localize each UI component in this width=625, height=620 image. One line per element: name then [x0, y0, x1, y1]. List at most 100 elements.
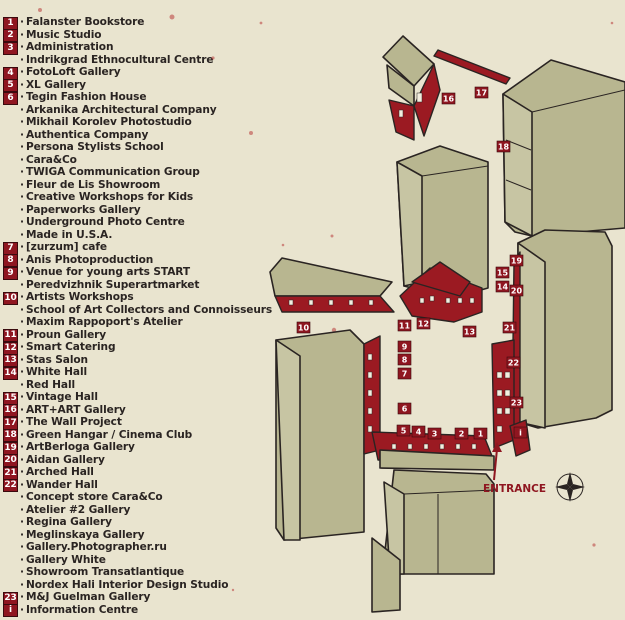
legend-item: 7·[zurzum] cafe	[3, 241, 293, 255]
legend-label: Atelier #2 Gallery	[25, 503, 131, 516]
legend-label: Vintage Hall	[25, 391, 98, 403]
legend-item: 6·Tegin Fashion House	[3, 91, 293, 105]
legend-label: [zurzum] cafe	[25, 241, 107, 253]
map-marker-17: 17	[474, 86, 489, 99]
legend-item: 4·FotoLoft Gallery	[3, 66, 293, 80]
map-marker-label: 4	[416, 428, 422, 437]
legend-label: Gallery White	[25, 553, 106, 566]
map-marker-13: 13	[462, 325, 477, 338]
legend-item: 21·Arched Hall	[3, 466, 94, 480]
legend-item: ·Red Hall	[20, 378, 76, 391]
legend-item: 23·M&J Guelman Gallery	[3, 591, 151, 605]
map-marker-label: 14	[497, 283, 509, 292]
legend-label: Green Hangar / Cinema Club	[25, 428, 193, 441]
legend-label: Authentica Company	[25, 128, 149, 141]
legend-label: Red Hall	[25, 378, 76, 391]
building-east-wing	[491, 229, 613, 449]
legend-item: 8·Anis Photoproduction	[3, 254, 293, 267]
legend-label: Fleur de Lis Showroom	[25, 178, 161, 191]
map-marker-label: 16	[443, 95, 455, 104]
map-marker-label: 7	[402, 370, 408, 379]
map-marker-label: 12	[418, 320, 429, 329]
map-marker-label: 13	[464, 328, 475, 337]
map-marker-label: 9	[402, 343, 408, 352]
legend-item: 9·Venue for young arts START	[3, 266, 293, 280]
legend-item: 22·Wander Hall	[3, 478, 98, 492]
legend-label: Music Studio	[25, 28, 102, 41]
legend-label: M&J Guelman Gallery	[25, 591, 151, 603]
legend-number-badge: 3	[3, 41, 18, 55]
legend-label: Underground Photo Centre	[25, 216, 185, 228]
legend-label: Arched Hall	[25, 466, 94, 478]
legend-label: The Wall Project	[25, 416, 122, 428]
legend-item: ·Paperworks Gallery	[20, 203, 141, 216]
legend-item: ·Persona Stylists School	[20, 141, 164, 153]
map-marker-label: 20	[511, 287, 523, 296]
legend-label: Wander Hall	[25, 478, 98, 491]
legend-number-badge: 5	[3, 79, 18, 92]
map-marker-23: 23	[509, 396, 524, 409]
legend-number-badge: 10	[3, 291, 18, 305]
building-16	[382, 35, 441, 141]
legend-item: ·Creative Workshops for Kids	[20, 191, 194, 203]
map-marker-label: 1	[478, 430, 484, 439]
legend-label: Cara&Co	[25, 153, 77, 166]
legend-label: Indrikgrad Ethnocultural Centre	[25, 53, 214, 66]
map-marker-7: 7	[397, 367, 412, 380]
legend-label: FotoLoft Gallery	[25, 66, 121, 78]
legend-label: Made in U.S.A.	[25, 228, 113, 241]
map-marker-label: 22	[508, 359, 519, 368]
legend-label: Persona Stylists School	[25, 141, 164, 153]
legend-item: ·Authentica Company	[20, 128, 149, 141]
legend-label: Arkanika Architectural Company	[25, 103, 217, 116]
building-18	[502, 59, 625, 237]
legend-label: Creative Workshops for Kids	[25, 191, 194, 203]
entrance-arrow-icon	[492, 442, 502, 481]
legend-label: Smart Catering	[25, 341, 116, 353]
legend-label: Administration	[25, 41, 114, 53]
legend-label: Regina Gallery	[25, 516, 112, 528]
legend-item: ·Showroom Transatlantique	[20, 566, 185, 578]
legend-item: ·Atelier #2 Gallery	[20, 503, 131, 516]
map-marker-8: 8	[397, 353, 412, 366]
legend-label: Concept store Cara&Co	[25, 491, 163, 503]
legend-number-badge: 18	[3, 429, 18, 442]
building-middle	[269, 145, 489, 323]
map-marker-12: 12	[416, 317, 431, 330]
map-marker-label: 10	[298, 324, 310, 333]
legend-item: 19·ArtBerloga Gallery	[3, 441, 135, 455]
legend-label: Falanster Bookstore	[25, 16, 145, 28]
legend-item: ·Nordex Hali Interior Design Studio	[20, 578, 229, 591]
legend-number-badge: 9	[3, 266, 18, 280]
map-marker-16: 16	[441, 92, 456, 105]
legend-item: 1·Falanster Bookstore	[3, 16, 293, 30]
legend-item: ·Underground Photo Centre	[20, 216, 185, 228]
legend-item: ·Arkanika Architectural Company	[20, 103, 217, 116]
map-marker-2: 2	[454, 427, 469, 440]
legend-item: 2·Music Studio	[3, 29, 293, 42]
map-marker-label: 3	[432, 430, 438, 439]
building-south	[275, 329, 495, 613]
legend-label: Information Centre	[25, 603, 139, 616]
legend-item: ·Cara&Co	[20, 153, 77, 166]
map-marker-label: 19	[511, 257, 523, 266]
map-marker-18: 18	[496, 140, 511, 153]
legend-item: 3·Administration	[3, 41, 293, 55]
map-marker-label: 21	[504, 324, 516, 333]
legend-label: Mikhail Korolev Photostudio	[25, 116, 192, 128]
map-marker-3: 3	[427, 427, 442, 440]
legend-label: Anis Photoproduction	[25, 253, 154, 266]
legend-label: Nordex Hali Interior Design Studio	[25, 578, 229, 591]
map-marker-label: 15	[497, 269, 509, 278]
legend-item: ·Fleur de Lis Showroom	[20, 178, 161, 191]
legend-label: Gallery.Photographer.ru	[25, 541, 167, 553]
legend-label: Stas Salon	[25, 353, 89, 366]
entrance-label: ENTRANCE	[483, 483, 546, 495]
legend-number-badge: i	[3, 604, 18, 617]
legend-label: Venue for young arts START	[25, 266, 191, 278]
legend-item: 12·Smart Catering	[3, 341, 116, 355]
legend-label: Proun Gallery	[25, 328, 107, 341]
legend-label: ArtBerloga Gallery	[25, 441, 135, 453]
